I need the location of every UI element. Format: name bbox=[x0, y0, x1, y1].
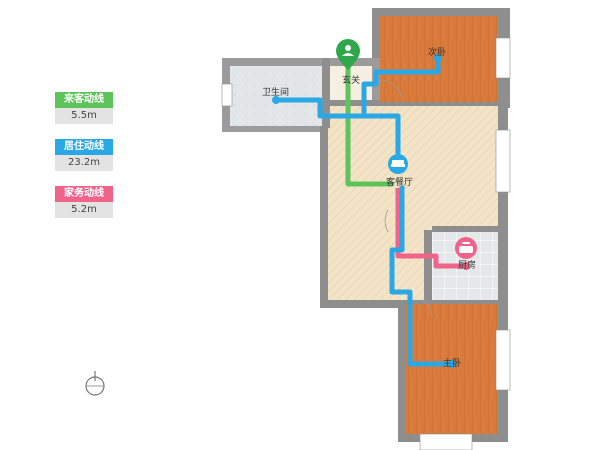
cooking-pot-icon bbox=[455, 237, 477, 259]
chore-route bbox=[395, 188, 466, 269]
legend-chore-route: 家务动线 5.2m bbox=[55, 186, 113, 218]
route-endpoint bbox=[448, 360, 456, 368]
legend-value: 23.2m bbox=[55, 155, 113, 171]
living-route bbox=[272, 54, 456, 368]
legend-value: 5.5m bbox=[55, 108, 113, 124]
windows bbox=[221, 37, 511, 450]
room-label-living-dining: 客餐厅 bbox=[386, 178, 414, 188]
legend-living-route: 居住动线 23.2m bbox=[55, 139, 113, 171]
guest-route bbox=[345, 61, 395, 187]
room-label-kitchen: 厨房 bbox=[458, 261, 477, 271]
sofa-icon bbox=[388, 154, 408, 174]
route-endpoint bbox=[462, 262, 470, 270]
route-endpoint bbox=[434, 54, 442, 62]
entrance-pin-icon bbox=[336, 39, 360, 70]
legend-value: 5.2m bbox=[55, 202, 113, 218]
interior-walls bbox=[322, 58, 506, 300]
legend-guest-route: 来客动线 5.5m bbox=[55, 92, 113, 124]
compass-icon bbox=[85, 371, 105, 396]
room-label-entrance: 玄关 bbox=[342, 76, 361, 86]
floors bbox=[230, 16, 498, 434]
doors bbox=[379, 79, 433, 319]
master-bedroom-floor bbox=[406, 304, 498, 434]
room-label-second-bedroom: 次卧 bbox=[428, 48, 447, 58]
legend-label: 来客动线 bbox=[55, 92, 113, 108]
route-endpoint bbox=[272, 96, 280, 104]
legend-label: 家务动线 bbox=[55, 186, 113, 202]
room-label-bathroom: 卫生间 bbox=[262, 88, 290, 98]
legend-label: 居住动线 bbox=[55, 139, 113, 155]
room-label-master-bedroom: 主卧 bbox=[443, 359, 462, 369]
